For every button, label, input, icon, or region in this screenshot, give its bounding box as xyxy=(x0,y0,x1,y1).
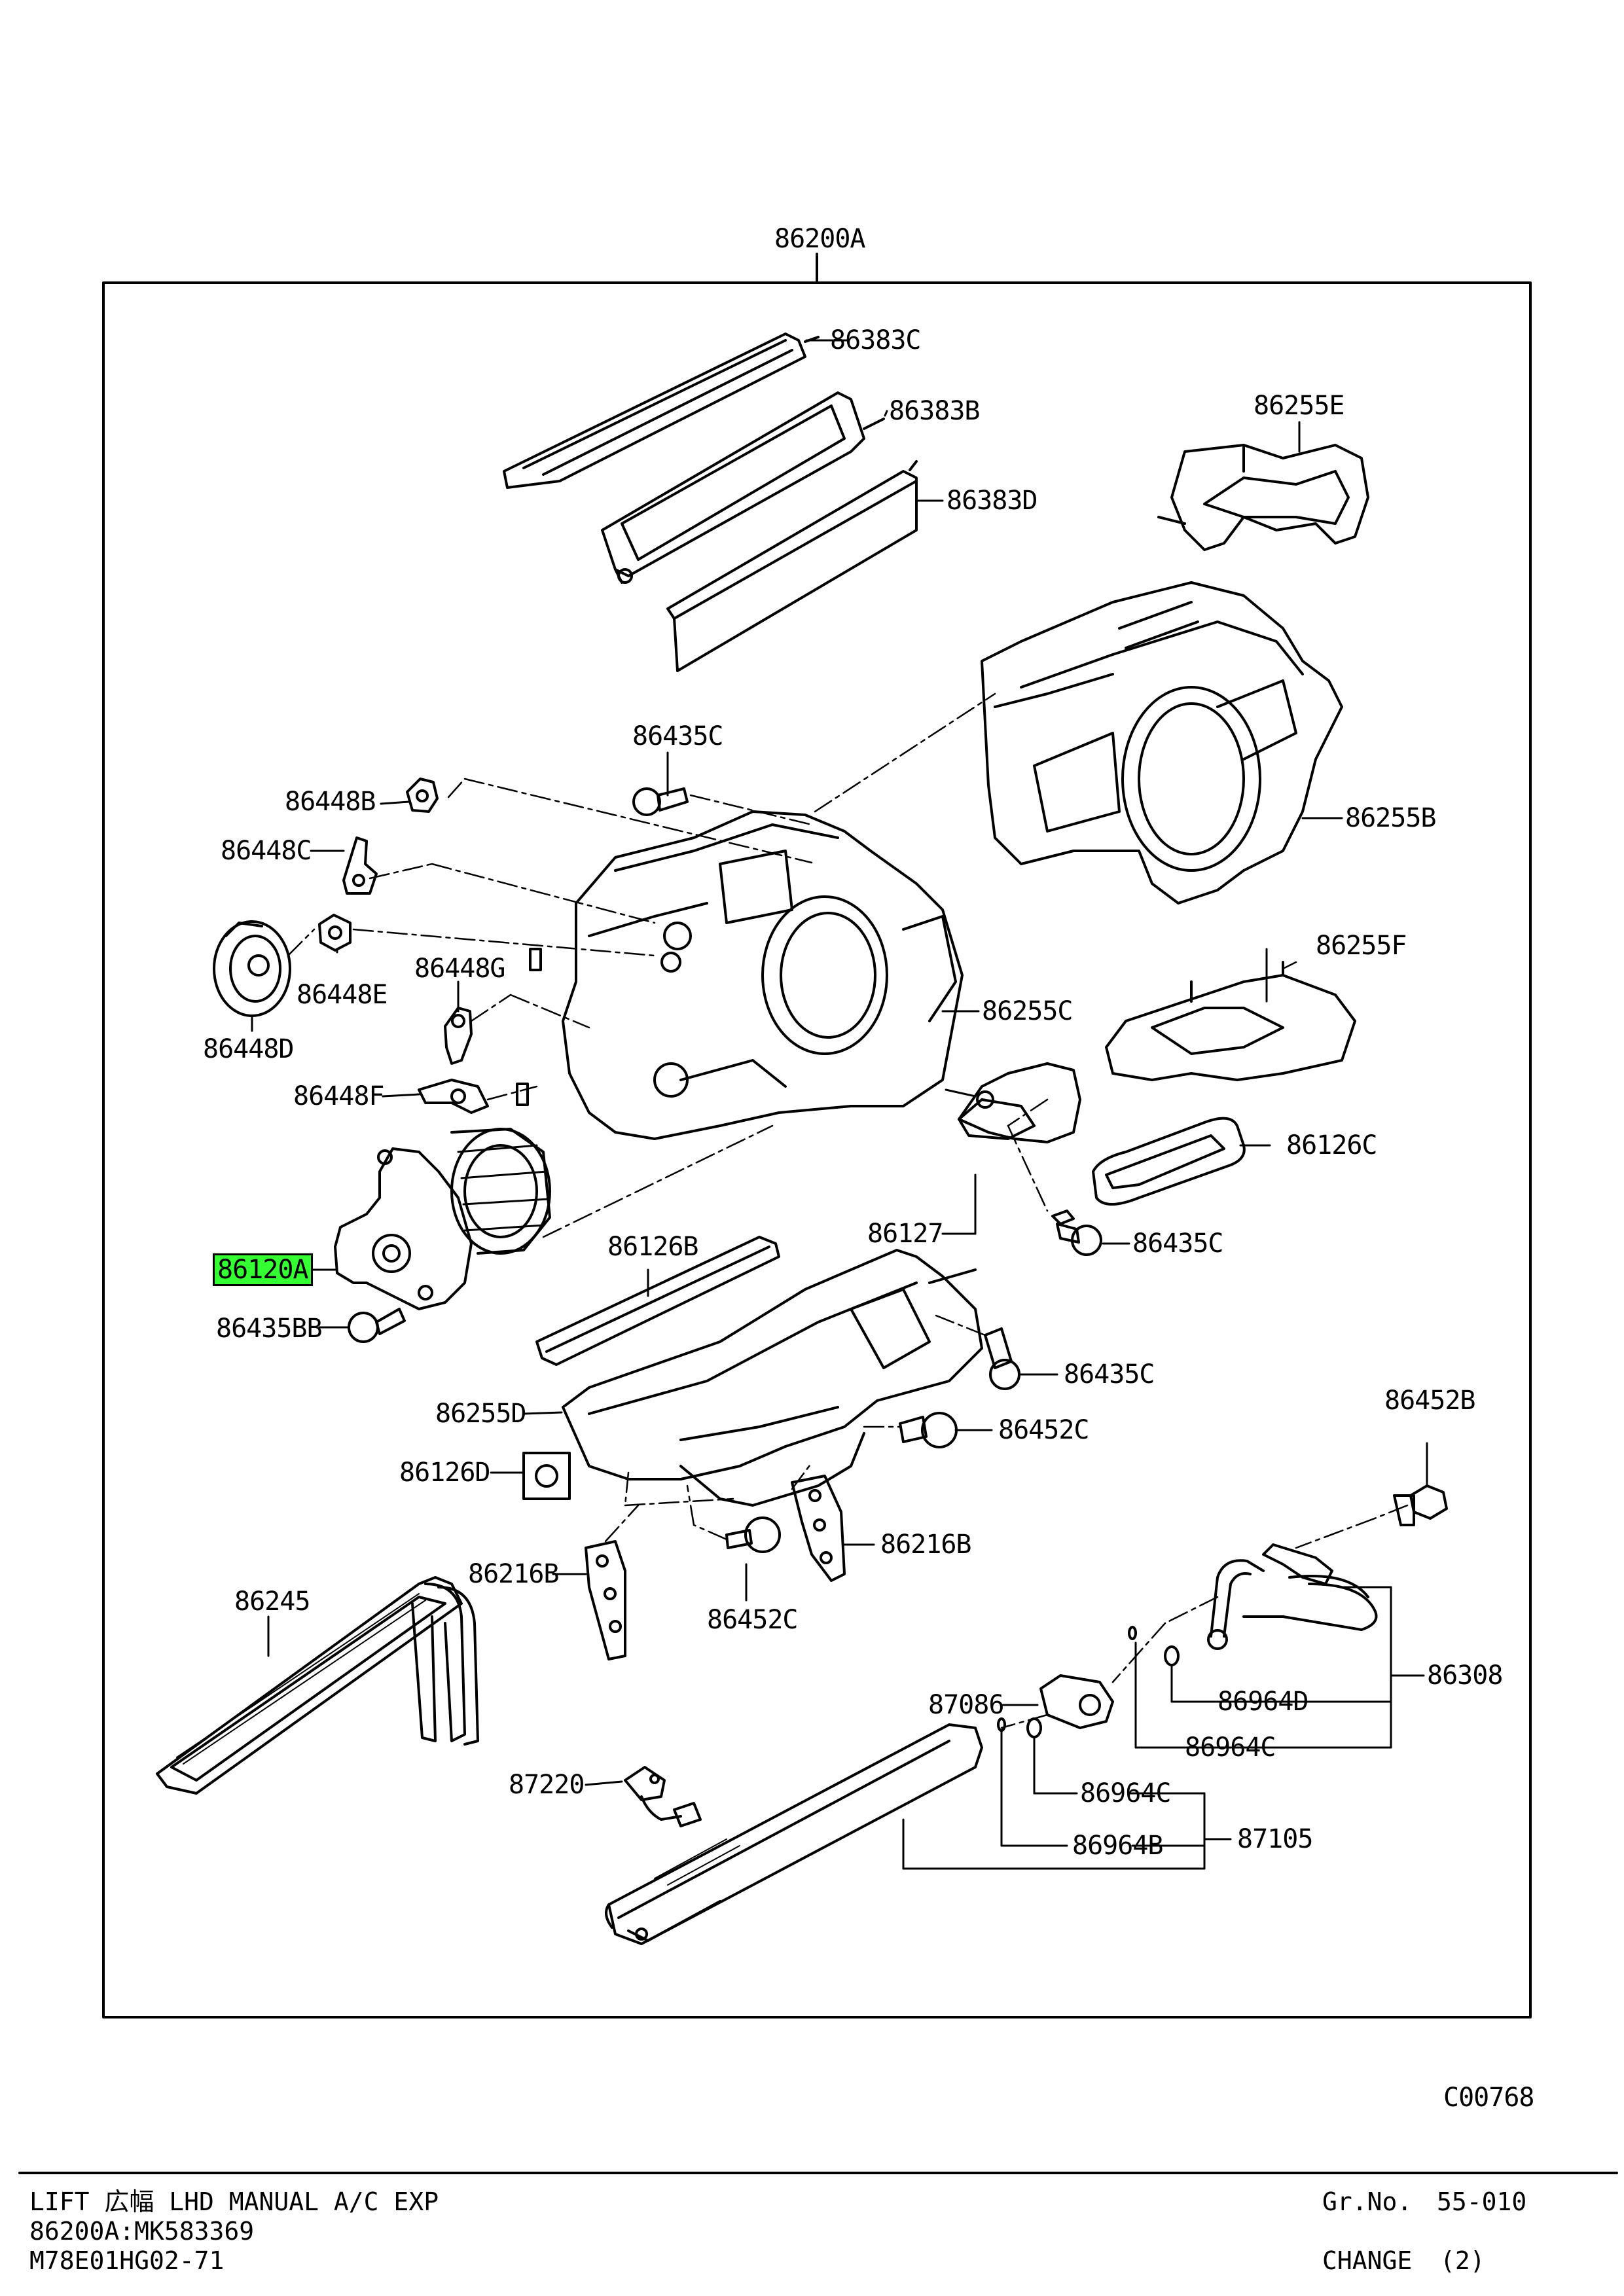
part-label-86383c[interactable]: 86383C xyxy=(830,325,921,355)
illustration-code: C00768 xyxy=(1443,2083,1534,2113)
part-label-86255e[interactable]: 86255E xyxy=(1254,391,1344,421)
part-label-86383d[interactable]: 86383D xyxy=(947,486,1038,516)
part-label-86435bb[interactable]: 86435BB xyxy=(216,1314,323,1344)
bolt-86452b xyxy=(1393,1484,1448,1526)
lever-86448g xyxy=(444,1007,473,1065)
part-label-86964c-bottom[interactable]: 86964C xyxy=(1080,1778,1171,1808)
bracket-86216b-left xyxy=(585,1540,626,1660)
block-87086 xyxy=(1039,1674,1114,1729)
part-label-86255c[interactable]: 86255C xyxy=(982,996,1073,1026)
footer-assembly-code: 86200A:MK583369 xyxy=(29,2217,255,2246)
pipe-86308 xyxy=(1207,1543,1378,1650)
part-label-86964d[interactable]: 86964D xyxy=(1218,1687,1308,1717)
pad-86126d xyxy=(522,1452,571,1500)
bracket-86216b-right xyxy=(791,1475,846,1582)
screw-86435bb xyxy=(348,1308,406,1343)
o-ring-86964b xyxy=(997,1717,1006,1732)
footer-change-label: CHANGE xyxy=(1322,2246,1413,2275)
part-label-87086[interactable]: 87086 xyxy=(928,1690,1004,1720)
part-label-87220[interactable]: 87220 xyxy=(509,1770,585,1800)
evaporator-87105 xyxy=(605,1723,983,1945)
frame-86383b xyxy=(601,391,885,584)
heater-core-86245 xyxy=(156,1576,479,1795)
part-label-86127[interactable]: 86127 xyxy=(867,1219,943,1249)
o-ring-86964c-bottom xyxy=(1026,1717,1042,1738)
clip-86448b xyxy=(406,778,439,813)
part-label-86126c[interactable]: 86126C xyxy=(1286,1130,1377,1160)
case-86255c xyxy=(562,810,964,1140)
part-label-86435c-mid[interactable]: 86435C xyxy=(1132,1229,1223,1259)
footer-catalog-code: M78E01HG02-71 xyxy=(29,2246,225,2275)
part-label-86216b-left[interactable]: 86216B xyxy=(468,1559,559,1589)
clip-small-1 xyxy=(529,948,542,971)
o-ring-86964c-top xyxy=(1128,1626,1137,1640)
bracket-86448e xyxy=(318,914,352,952)
lever-86448c xyxy=(342,836,378,895)
duct-86255e xyxy=(1157,444,1369,551)
leader-lines xyxy=(251,339,1428,1870)
part-label-86245[interactable]: 86245 xyxy=(234,1587,310,1617)
part-86127 xyxy=(958,1062,1081,1143)
sensor-87220 xyxy=(624,1766,702,1827)
part-label-86964c-top[interactable]: 86964C xyxy=(1185,1732,1276,1763)
part-label-86964b[interactable]: 86964B xyxy=(1072,1831,1163,1861)
screw-86435c-right xyxy=(984,1327,1020,1390)
part-label-87105[interactable]: 87105 xyxy=(1237,1824,1313,1854)
part-label-86308[interactable]: 86308 xyxy=(1427,1660,1503,1691)
bracket-86255f xyxy=(1105,961,1356,1081)
seal-86126c xyxy=(1092,1117,1246,1206)
part-label-86452c-right[interactable]: 86452C xyxy=(998,1415,1089,1445)
part-label-86216b-right[interactable]: 86216B xyxy=(880,1530,971,1560)
part-label-86448g[interactable]: 86448G xyxy=(414,954,505,984)
part-label-86255d[interactable]: 86255D xyxy=(435,1399,526,1429)
part-label-86448e[interactable]: 86448E xyxy=(297,980,388,1010)
footer-group-value: 55-010 xyxy=(1437,2187,1527,2216)
housing-86255b xyxy=(981,581,1343,905)
footer-group-label: Gr.No. xyxy=(1322,2187,1413,2216)
part-label-86126b[interactable]: 86126B xyxy=(607,1232,698,1262)
footer-change-value: (2) xyxy=(1440,2246,1485,2275)
bolt-86452c-right xyxy=(899,1412,958,1448)
part-label-86120a[interactable]: 86120A xyxy=(213,1253,313,1286)
part-label-86448f[interactable]: 86448F xyxy=(293,1081,384,1111)
blower-motor-86120a xyxy=(334,1128,551,1310)
footer-model-line: LIFT 広幅 LHD MANUAL A/C EXP xyxy=(29,2187,439,2216)
part-label-86435c-top[interactable]: 86435C xyxy=(632,721,723,751)
part-label-86255f[interactable]: 86255F xyxy=(1316,931,1407,961)
clip-small-2 xyxy=(516,1083,529,1106)
case-86255d xyxy=(562,1249,983,1507)
seal-86126b xyxy=(535,1236,780,1366)
part-label-86448b[interactable]: 86448B xyxy=(285,787,376,817)
part-label-86452c-bottom[interactable]: 86452C xyxy=(707,1605,798,1635)
assembly-number-label: 86200A xyxy=(774,224,865,254)
part-label-86435c-right[interactable]: 86435C xyxy=(1064,1359,1155,1390)
part-label-86126d[interactable]: 86126D xyxy=(399,1458,490,1488)
o-ring-86964d xyxy=(1164,1645,1180,1666)
filter-86383c xyxy=(503,332,833,489)
part-label-86255b[interactable]: 86255B xyxy=(1345,803,1436,833)
phantom-lines xyxy=(287,692,1409,1729)
actuator-86448d xyxy=(213,920,291,1017)
screw-86435c-mid xyxy=(1051,1210,1102,1256)
panel-86383d xyxy=(666,460,918,672)
bolt-86452c-bottom xyxy=(725,1516,781,1553)
link-86448f xyxy=(418,1079,489,1114)
part-label-86383b[interactable]: 86383B xyxy=(889,396,980,426)
part-label-86452b[interactable]: 86452B xyxy=(1384,1386,1475,1416)
screw-86435c-top xyxy=(632,787,689,816)
part-label-86448c[interactable]: 86448C xyxy=(221,836,312,866)
part-label-86448d[interactable]: 86448D xyxy=(203,1034,294,1064)
